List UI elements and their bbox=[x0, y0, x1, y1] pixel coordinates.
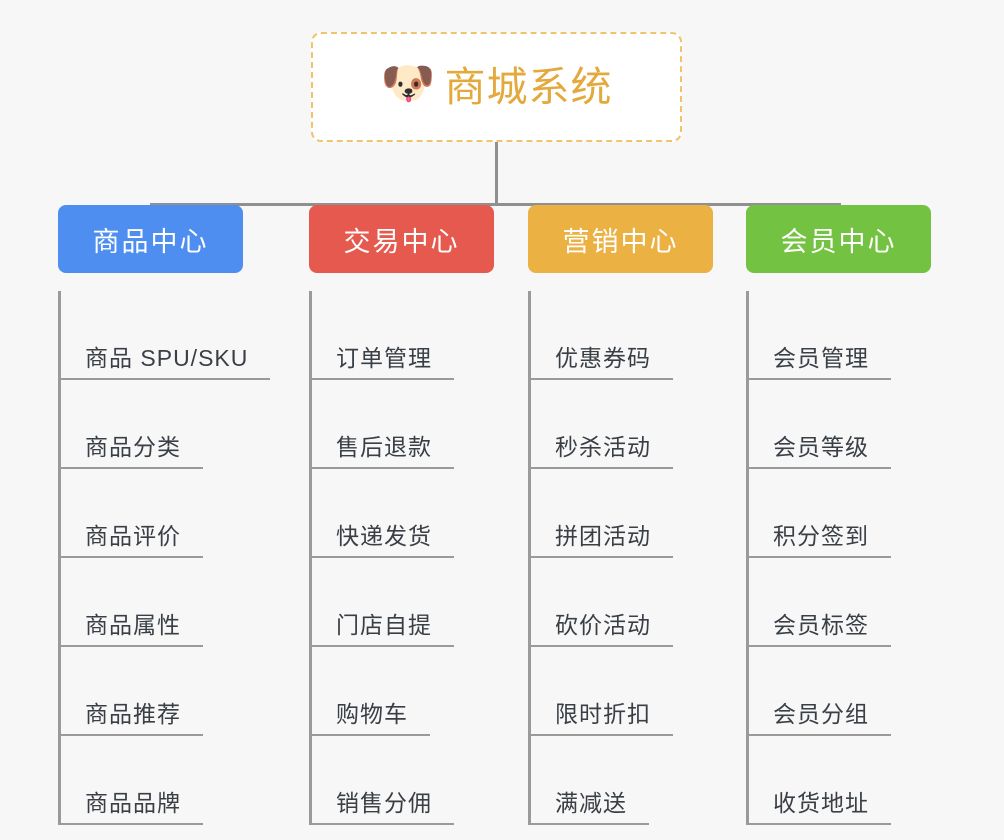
branch-title: 商品中心 bbox=[92, 226, 209, 257]
list-item[interactable]: 销售分佣 bbox=[312, 736, 494, 825]
list-item[interactable]: 会员标签 bbox=[749, 558, 931, 647]
branch-title: 交易中心 bbox=[343, 226, 460, 257]
leaf-label: 商品评价 bbox=[85, 523, 181, 549]
list-item[interactable]: 积分签到 bbox=[749, 469, 931, 558]
leaf-label: 优惠券码 bbox=[555, 345, 651, 371]
branch-column: 会员中心 会员管理 会员等级 积分签到 会员标签 会员分组 收货地址 bbox=[746, 205, 931, 825]
leaf-label: 会员等级 bbox=[773, 434, 869, 460]
leaf-label: 销售分佣 bbox=[336, 790, 432, 816]
branch-header-1[interactable]: 交易中心 bbox=[309, 205, 494, 273]
branch-title: 会员中心 bbox=[780, 226, 897, 257]
list-item[interactable]: 商品属性 bbox=[61, 558, 270, 647]
list-item[interactable]: 会员管理 bbox=[749, 291, 931, 380]
leaf-label: 门店自提 bbox=[336, 612, 432, 638]
branch-leaf-list: 订单管理 售后退款 快递发货 门店自提 购物车 销售分佣 bbox=[309, 291, 494, 825]
list-item[interactable]: 满减送 bbox=[531, 736, 713, 825]
leaf-label: 会员管理 bbox=[773, 345, 869, 371]
leaf-label: 售后退款 bbox=[336, 434, 432, 460]
branch-title: 营销中心 bbox=[562, 226, 679, 257]
list-item[interactable]: 商品 SPU/SKU bbox=[61, 291, 271, 380]
leaf-label: 订单管理 bbox=[336, 345, 432, 371]
leaf-label: 拼团活动 bbox=[555, 523, 651, 549]
branch-column: 商品中心 商品 SPU/SKU 商品分类 商品评价 商品属性 商品推荐 商品品牌 bbox=[58, 205, 271, 825]
list-item[interactable]: 收货地址 bbox=[749, 736, 931, 825]
leaf-label: 砍价活动 bbox=[555, 612, 651, 638]
list-item[interactable]: 砍价活动 bbox=[531, 558, 713, 647]
list-item[interactable]: 商品品牌 bbox=[61, 736, 270, 825]
list-item[interactable]: 订单管理 bbox=[312, 291, 494, 380]
leaf-label: 收货地址 bbox=[773, 790, 869, 816]
leaf-label: 商品推荐 bbox=[85, 701, 181, 727]
branch-leaf-list: 商品 SPU/SKU 商品分类 商品评价 商品属性 商品推荐 商品品牌 bbox=[58, 291, 271, 825]
list-item[interactable]: 购物车 bbox=[312, 647, 494, 736]
leaf-label: 积分签到 bbox=[773, 523, 869, 549]
branch-leaf-list: 会员管理 会员等级 积分签到 会员标签 会员分组 收货地址 bbox=[746, 291, 931, 825]
leaf-label: 商品分类 bbox=[85, 434, 181, 460]
connector-root-stub bbox=[495, 142, 498, 205]
leaf-label: 商品 SPU/SKU bbox=[85, 345, 249, 371]
dog-face-icon: 🐶 bbox=[380, 59, 436, 108]
list-item[interactable]: 商品评价 bbox=[61, 469, 270, 558]
leaf-label: 会员分组 bbox=[773, 701, 869, 727]
list-item[interactable]: 门店自提 bbox=[312, 558, 494, 647]
leaf-label: 商品品牌 bbox=[85, 790, 181, 816]
branch-leaf-list: 优惠券码 秒杀活动 拼团活动 砍价活动 限时折扣 满减送 bbox=[528, 291, 713, 825]
leaf-label: 商品属性 bbox=[85, 612, 181, 638]
list-item[interactable]: 商品推荐 bbox=[61, 647, 270, 736]
list-item[interactable]: 优惠券码 bbox=[531, 291, 713, 380]
root-title: 商城系统 bbox=[444, 63, 613, 110]
list-item[interactable]: 快递发货 bbox=[312, 469, 494, 558]
leaf-label: 限时折扣 bbox=[555, 701, 651, 727]
leaf-label: 秒杀活动 bbox=[555, 434, 651, 460]
list-item[interactable]: 拼团活动 bbox=[531, 469, 713, 558]
branch-column: 交易中心 订单管理 售后退款 快递发货 门店自提 购物车 销售分佣 bbox=[309, 205, 494, 825]
list-item[interactable]: 秒杀活动 bbox=[531, 380, 713, 469]
list-item[interactable]: 限时折扣 bbox=[531, 647, 713, 736]
branch-header-3[interactable]: 会员中心 bbox=[746, 205, 931, 273]
list-item[interactable]: 会员等级 bbox=[749, 380, 931, 469]
list-item[interactable]: 售后退款 bbox=[312, 380, 494, 469]
branch-header-0[interactable]: 商品中心 bbox=[58, 205, 243, 273]
leaf-label: 快递发货 bbox=[336, 523, 432, 549]
leaf-label: 购物车 bbox=[336, 701, 408, 727]
list-item[interactable]: 会员分组 bbox=[749, 647, 931, 736]
root-node[interactable]: 🐶 商城系统 bbox=[311, 32, 682, 142]
branch-column: 营销中心 优惠券码 秒杀活动 拼团活动 砍价活动 限时折扣 满减送 bbox=[528, 205, 713, 825]
connector-horizontal-bus bbox=[150, 203, 840, 206]
list-item[interactable]: 商品分类 bbox=[61, 380, 270, 469]
leaf-label: 会员标签 bbox=[773, 612, 869, 638]
leaf-label: 满减送 bbox=[555, 790, 627, 816]
branch-header-2[interactable]: 营销中心 bbox=[528, 205, 713, 273]
